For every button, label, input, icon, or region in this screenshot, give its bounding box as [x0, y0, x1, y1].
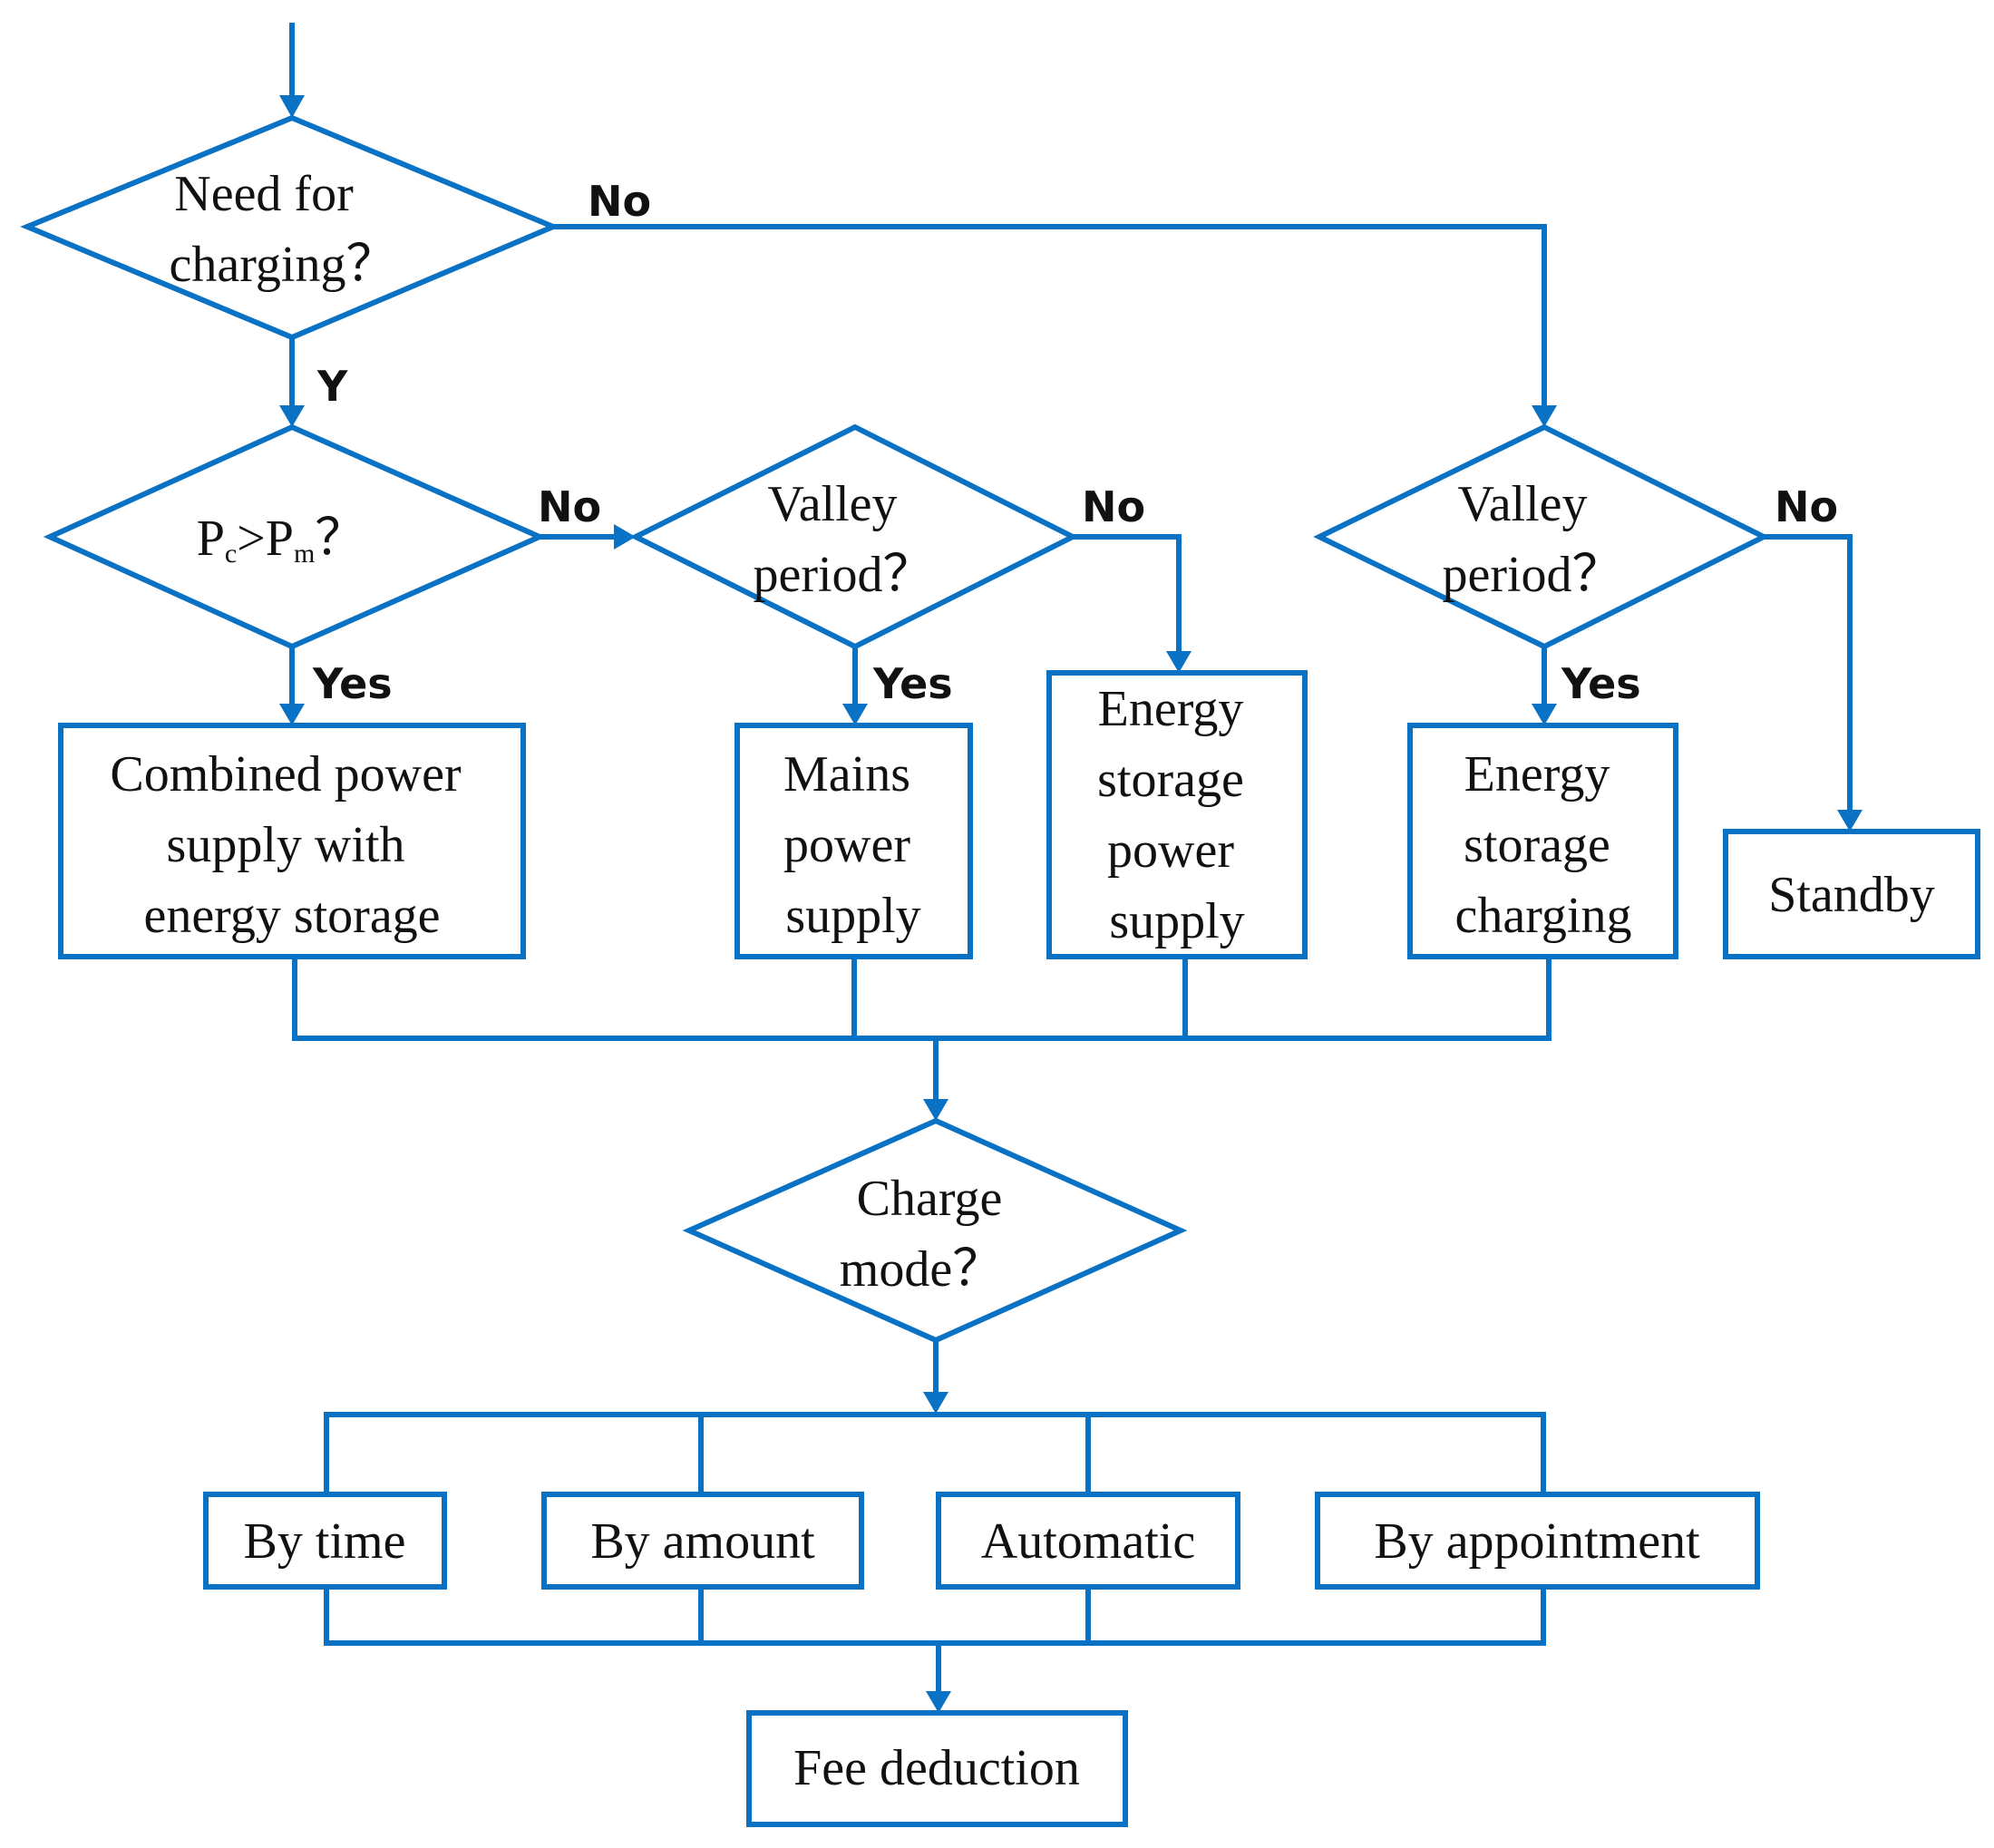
supply-merge-bus [292, 957, 1551, 1041]
valley-left-line-2: period？ [753, 547, 933, 603]
es-supply-line-3: power [1107, 822, 1234, 879]
decision-valley-right: Valley period？ [1313, 423, 1770, 650]
by-amount-label: By amount [590, 1513, 815, 1570]
charge-mode-arrowhead [923, 1099, 948, 1121]
pc-pm-label: Pc>Pm？ [197, 511, 366, 569]
pc-pm-diamond [43, 423, 547, 650]
mains-power-rect [734, 723, 973, 959]
es-charging-line-3: charging [1455, 888, 1632, 944]
charge-mode-diamond [682, 1117, 1188, 1344]
need-yes-arrowhead [279, 405, 305, 427]
box-by-appointment: By appointment [1315, 1492, 1760, 1590]
box-energy-storage-charging: Energy storage charging [1407, 723, 1678, 959]
es-supply-line-2: storage [1097, 752, 1244, 808]
valley-left-diamond [629, 423, 1079, 650]
by-time-rect [203, 1492, 447, 1590]
box-by-time: By time [203, 1492, 447, 1590]
mode-merge-bus [324, 1587, 1546, 1646]
by-appointment-rect [1315, 1492, 1760, 1590]
fee-arrowhead [926, 1691, 951, 1713]
valley-left-no-arrowhead [1166, 651, 1192, 673]
box-by-amount: By amount [541, 1492, 864, 1590]
valley-left-no-connector [1073, 534, 1182, 659]
fee-deduction-label: Fee deduction [793, 1740, 1080, 1796]
mode-split-bus [324, 1412, 1546, 1494]
valley-right-diamond [1313, 423, 1770, 650]
es-charging-line-1: Energy [1464, 746, 1610, 802]
svg-text:Energy storage cha: Energy storage charging [1455, 746, 1632, 944]
es-supply-line-1: Energy [1098, 681, 1244, 737]
valley-right-no-arrowhead [1837, 810, 1863, 832]
box-standby: Standby [1723, 829, 1980, 959]
valley-left-yes-label: Yes [872, 659, 953, 708]
by-time-label: By time [244, 1513, 406, 1570]
combined-line-2: supply with [167, 817, 405, 873]
valley-right-no-label: No [1775, 482, 1838, 531]
decision-need-charging: Need for charging？ [20, 114, 560, 341]
need-charging-line-1: Need for [174, 166, 354, 222]
mains-line-2: power [783, 817, 910, 873]
decision-valley-left: Valley period？ [629, 423, 1079, 650]
svg-text:Combined power supply wi: Combined power supply with energy storag… [110, 746, 473, 944]
combined-power-rect [58, 723, 526, 959]
energy-storage-supply-rect [1046, 670, 1308, 959]
valley-right-line-2: period？ [1442, 547, 1622, 603]
decision-pc-pm: Pc>Pm？ [43, 423, 547, 650]
energy-storage-charging-rect [1407, 723, 1678, 959]
valley-left-yes-arrowhead [842, 704, 868, 725]
es-charging-line-2: storage [1464, 817, 1610, 873]
combined-line-3: energy storage [143, 888, 440, 944]
svg-text:Valley period？: Valley period？ [753, 476, 933, 603]
mains-line-3: supply [785, 888, 920, 944]
valley-left-no-label: No [1082, 482, 1145, 531]
valley-right-no-connector [1764, 534, 1853, 818]
edge-labels: No Y No Yes No Yes No Yes [312, 177, 1838, 708]
need-charging-line-2: charging？ [170, 237, 397, 293]
pcpm-yes-label: Yes [312, 659, 393, 708]
box-mains-power: Mains power supply [734, 723, 973, 959]
need-no-arrowhead [1532, 405, 1557, 427]
decision-charge-mode: Charge mode？ [682, 1117, 1188, 1344]
pcpm-no-label: No [538, 482, 601, 531]
automatic-label: Automatic [981, 1513, 1195, 1570]
need-no-connector [553, 224, 1547, 413]
need-charging-diamond [20, 114, 560, 341]
pcpm-yes-arrowhead [279, 704, 305, 725]
svg-text:Charge mode？: Charge mode？ [840, 1171, 1016, 1298]
need-yes-label: Y [316, 362, 348, 411]
svg-text:Mains power supply: Mains power supply [783, 746, 923, 944]
svg-text:Energy storage pow: Energy storage power supply [1097, 681, 1257, 949]
valley-right-yes-arrowhead [1532, 704, 1557, 725]
valley-left-line-1: Valley [767, 476, 897, 532]
split-arrowhead [923, 1392, 948, 1414]
mains-line-1: Mains [783, 746, 910, 802]
combined-line-1: Combined power [110, 746, 462, 802]
box-combined-power: Combined power supply with energy storag… [58, 723, 526, 959]
automatic-rect [936, 1492, 1240, 1590]
svg-text:Need for charging？: Need for charging？ [170, 166, 397, 293]
need-no-label: No [588, 177, 651, 226]
valley-right-line-1: Valley [1457, 476, 1587, 532]
es-supply-line-4: supply [1109, 893, 1244, 949]
fee-deduction-rect [746, 1710, 1128, 1827]
standby-label: Standby [1768, 867, 1935, 923]
entry-arrowhead [279, 95, 305, 118]
box-energy-storage-supply: Energy storage power supply [1046, 670, 1308, 959]
by-amount-rect [541, 1492, 864, 1590]
valley-right-yes-label: Yes [1561, 659, 1641, 708]
svg-text:Valley period？: Valley period？ [1442, 476, 1622, 603]
standby-rect [1723, 829, 1980, 959]
box-fee-deduction: Fee deduction [746, 1710, 1128, 1827]
connectors [279, 23, 1863, 1713]
charge-mode-line-2: mode？ [840, 1241, 1003, 1298]
box-automatic: Automatic [936, 1492, 1240, 1590]
charge-mode-line-1: Charge [857, 1171, 1003, 1227]
pcpm-no-arrowhead [614, 524, 636, 550]
by-appointment-label: By appointment [1374, 1513, 1700, 1570]
